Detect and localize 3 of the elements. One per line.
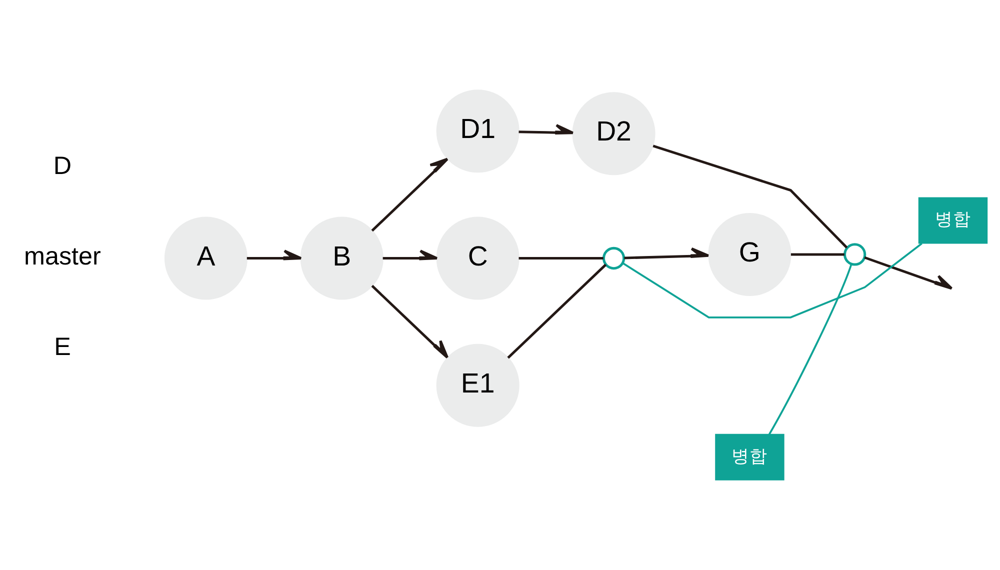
label: master xyxy=(24,242,100,271)
label: D xyxy=(52,152,72,180)
label: E xyxy=(54,333,70,362)
